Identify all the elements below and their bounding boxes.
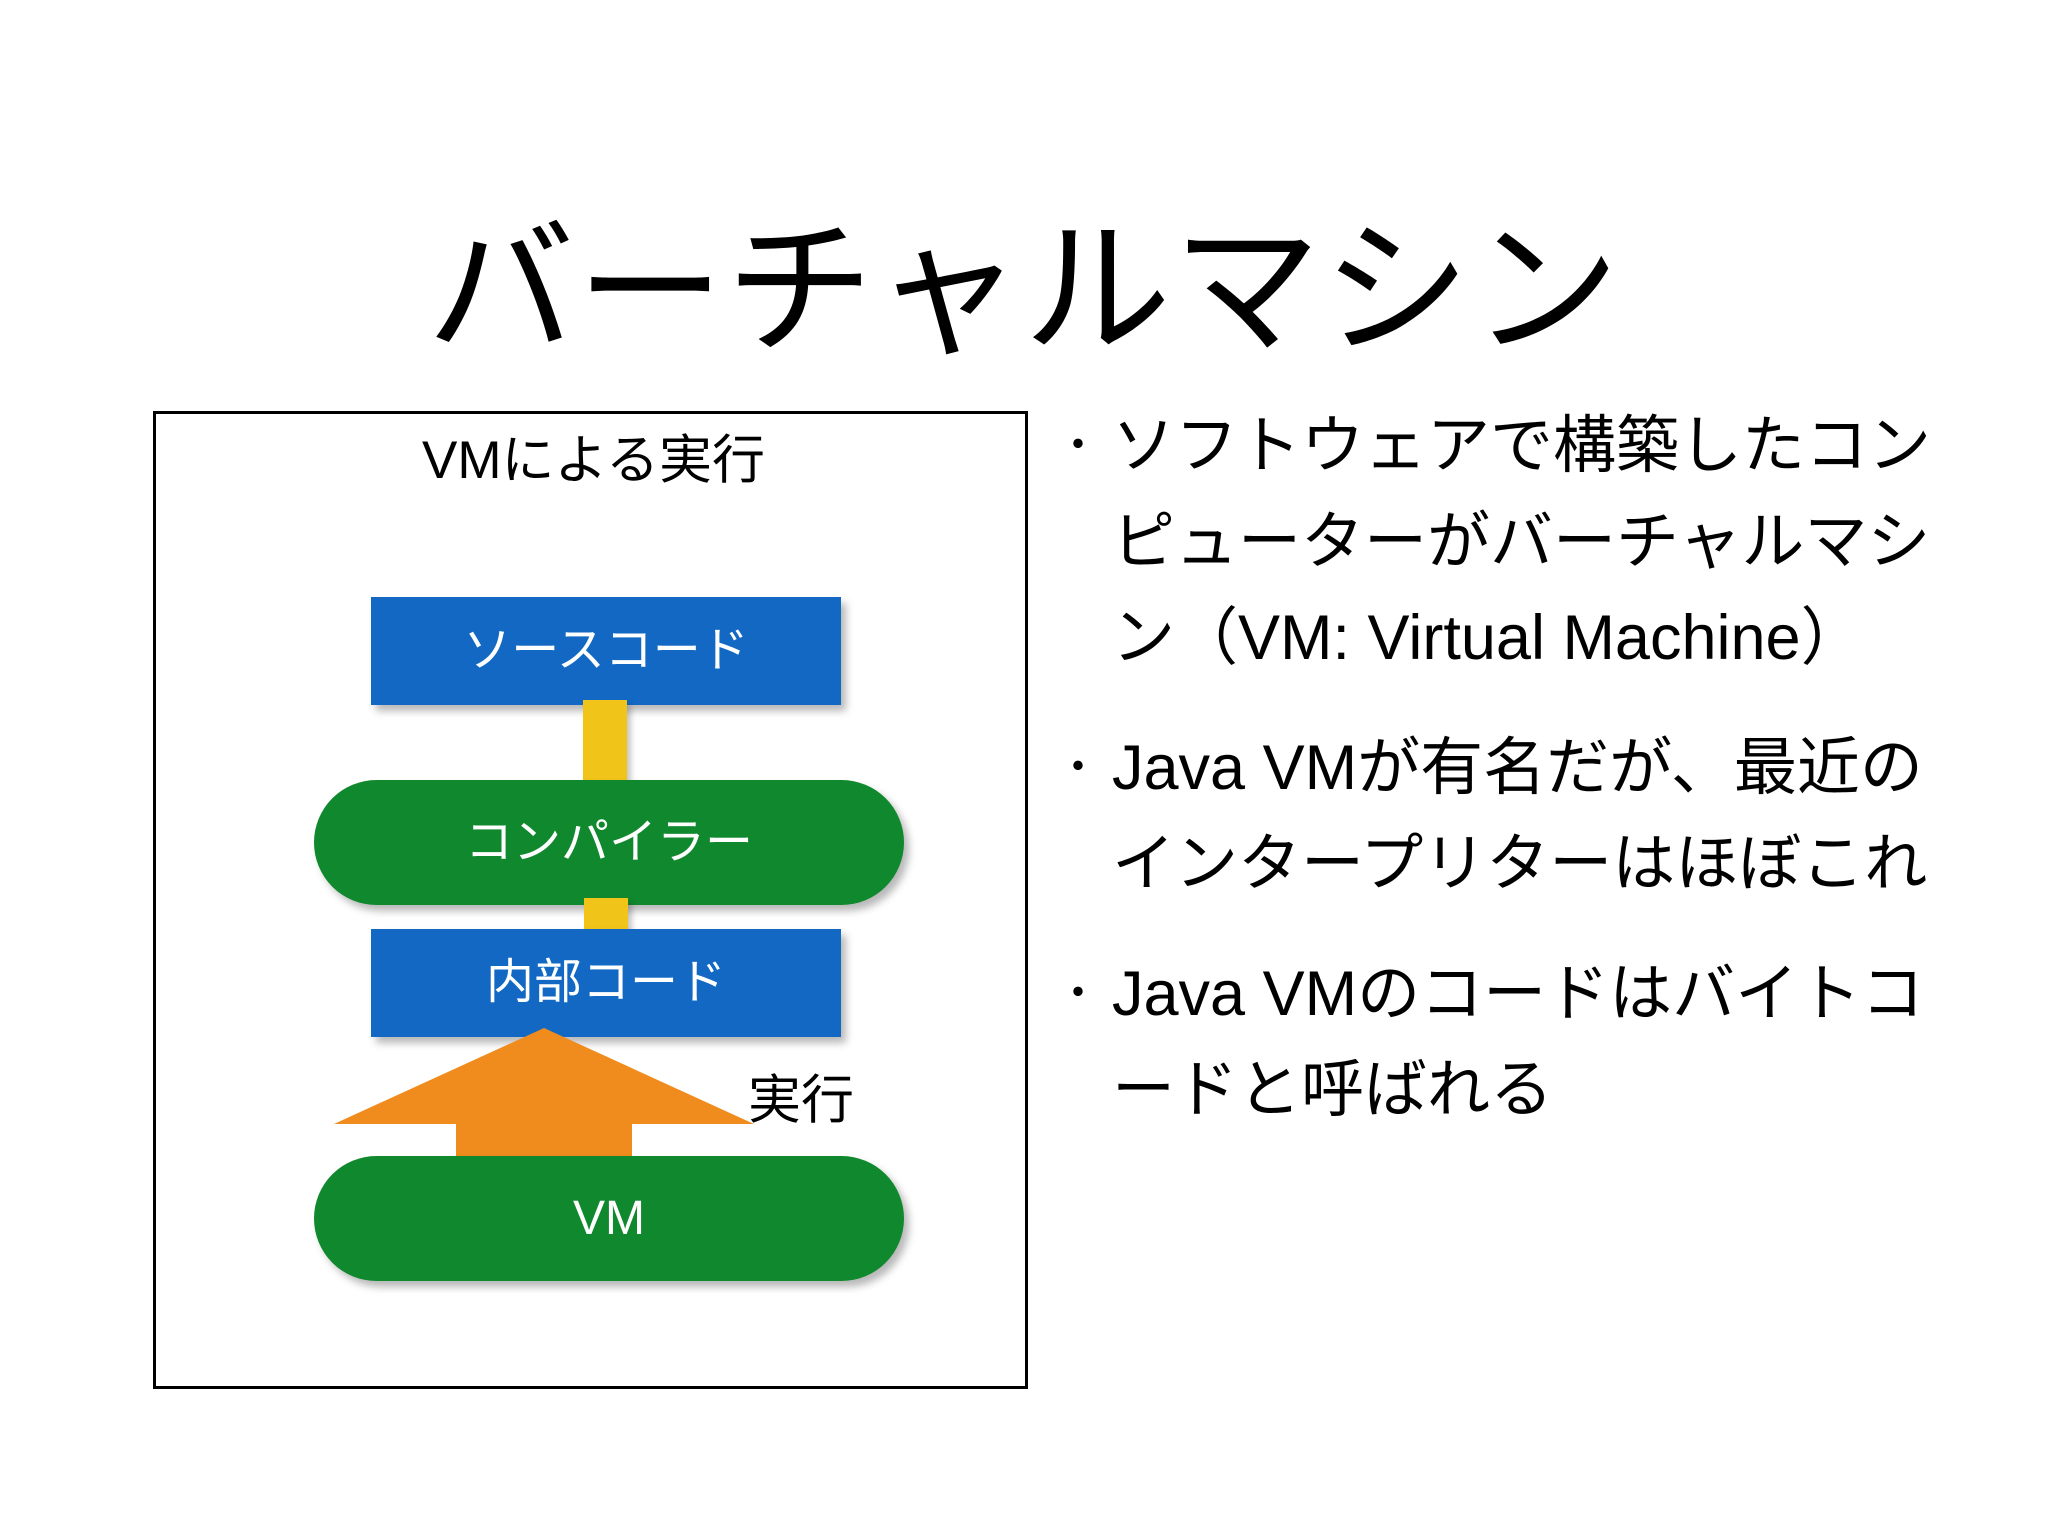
bullet-marker-icon: ・ bbox=[1056, 969, 1100, 1018]
diagram-node-vm: VM bbox=[314, 1156, 904, 1281]
arrow-up-icon bbox=[334, 1028, 754, 1173]
page-title: バーチャルマシン bbox=[426, 208, 1622, 374]
bullet-text: Java VMが有名だが、最近のインタープリターはほぼこれ bbox=[1112, 733, 1928, 899]
bullet-list: ・ ソフトウェアで構築したコンピューターがバーチャルマシン（VM: Virtua… bbox=[1040, 398, 1970, 1172]
diagram-node-internal-code: 内部コード bbox=[371, 929, 841, 1037]
list-item: ・ Java VMが有名だが、最近のインタープリターはほぼこれ bbox=[1040, 720, 1970, 912]
list-item: ・ Java VMのコードはバイトコードと呼ばれる bbox=[1040, 946, 1970, 1138]
diagram-node-label: コンパイラー bbox=[464, 815, 753, 869]
bullet-text: ソフトウェアで構築したコンピューターがバーチャルマシン（VM: Virtual … bbox=[1112, 411, 1931, 673]
diagram-node-label: 内部コード bbox=[485, 956, 726, 1009]
bullet-marker-icon: ・ bbox=[1056, 421, 1100, 470]
bullet-text: Java VMのコードはバイトコードと呼ばれる bbox=[1112, 959, 1925, 1125]
bullet-marker-icon: ・ bbox=[1056, 743, 1100, 792]
diagram-caption: VMによる実行 bbox=[422, 431, 765, 490]
diagram-node-label: ソースコード bbox=[463, 624, 749, 677]
diagram-node-source-code: ソースコード bbox=[371, 597, 841, 705]
list-item: ・ ソフトウェアで構築したコンピューターがバーチャルマシン（VM: Virtua… bbox=[1040, 398, 1970, 686]
connector-source-to-compiler bbox=[583, 700, 627, 786]
diagram-frame: VMによる実行 ソースコード コンパイラー 内部コード 実行 bbox=[153, 411, 1028, 1389]
diagram-exec-label: 実行 bbox=[748, 1071, 854, 1130]
diagram-node-label: VM bbox=[573, 1191, 645, 1245]
diagram-node-compiler: コンパイラー bbox=[314, 780, 904, 905]
